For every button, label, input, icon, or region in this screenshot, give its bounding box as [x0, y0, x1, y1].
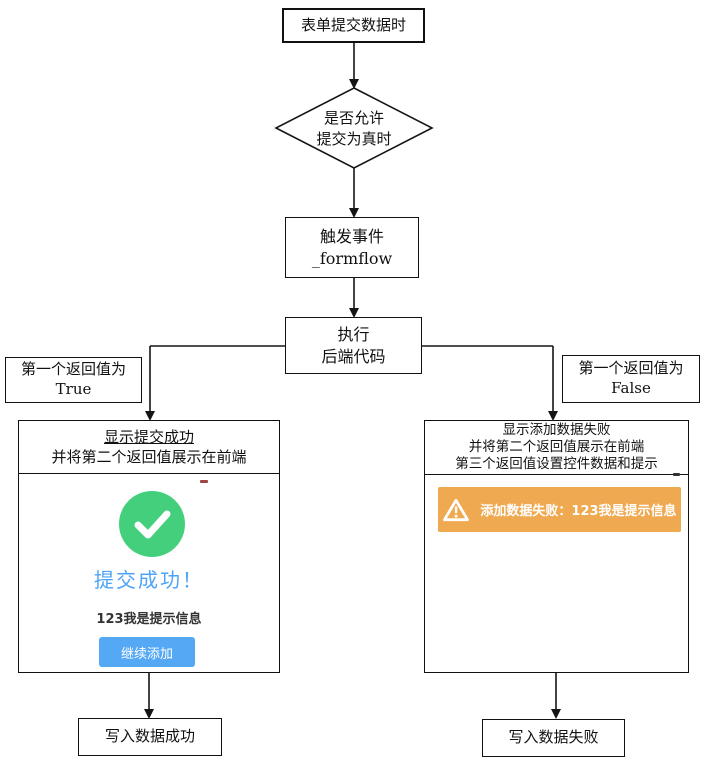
node-end-success: 写入数据成功	[78, 718, 222, 756]
panel-fail-header: 显示添加数据失败 并将第二个返回值展示在前端 第三个返回值设置控件数据和提示	[425, 421, 688, 475]
branch-false-line2: False	[611, 379, 651, 397]
node-end-success-label: 写入数据成功	[104, 727, 195, 746]
arrowheads	[144, 79, 561, 719]
screenshot-artifact	[200, 480, 208, 483]
node-end-fail-label: 写入数据失败	[508, 728, 599, 747]
node-start: 表单提交数据时	[282, 8, 425, 43]
screenshot-artifact	[673, 473, 680, 476]
success-screenshot-preview: 提交成功！ 123我是提示信息 继续添加	[19, 474, 279, 672]
panel-success-header-line1: 显示提交成功	[103, 428, 194, 446]
node-trigger-event: 触发事件 _formflow	[285, 217, 419, 278]
node-start-label: 表单提交数据时	[300, 15, 406, 34]
fail-screenshot-preview: 添加数据失败：123我是提示信息	[425, 473, 688, 672]
warning-banner: 添加数据失败：123我是提示信息	[438, 487, 681, 532]
panel-fail-header-line2: 并将第二个返回值展示在前端	[468, 439, 645, 455]
node-execute-line1: 执行	[337, 325, 370, 345]
decision-diamond	[274, 87, 434, 169]
continue-add-button[interactable]: 继续添加	[99, 637, 195, 667]
node-branch-false: 第一个返回值为 False	[562, 355, 700, 403]
node-decision: 是否允许 提交为真时	[284, 102, 424, 154]
panel-fail-header-line1: 显示添加数据失败	[502, 422, 611, 438]
node-decision-line2: 提交为真时	[316, 130, 392, 148]
panel-show-success: 显示提交成功 并将第二个返回值展示在前端 提交成功！ 123我是提示信息 继续添…	[18, 420, 280, 673]
node-execute-backend: 执行 后端代码	[285, 317, 422, 374]
branch-true-line2: True	[55, 380, 92, 398]
branch-true-line1: 第一个返回值为	[20, 360, 126, 379]
panel-success-header-line2: 并将第二个返回值展示在前端	[51, 448, 247, 466]
connector-lines	[148, 43, 557, 710]
panel-show-fail: 显示添加数据失败 并将第二个返回值展示在前端 第三个返回值设置控件数据和提示 添…	[424, 420, 689, 673]
success-message: 123我是提示信息	[96, 612, 202, 627]
node-decision-line1: 是否允许	[323, 109, 384, 127]
node-end-fail: 写入数据失败	[482, 719, 625, 757]
success-title: 提交成功！	[94, 568, 204, 592]
node-branch-true: 第一个返回值为 True	[5, 357, 142, 403]
warning-banner-text: 添加数据失败：123我是提示信息	[480, 504, 677, 519]
panel-success-header: 显示提交成功 并将第二个返回值展示在前端	[19, 421, 279, 474]
node-trigger-line2: _formflow	[311, 248, 393, 268]
node-execute-line2: 后端代码	[321, 346, 386, 366]
branch-false-line1: 第一个返回值为	[578, 359, 684, 378]
warning-triangle-icon	[442, 498, 470, 522]
check-circle-icon	[119, 491, 185, 557]
panel-fail-header-line3: 第三个返回值设置控件数据和提示	[455, 456, 658, 472]
node-trigger-line1: 触发事件	[319, 227, 384, 247]
